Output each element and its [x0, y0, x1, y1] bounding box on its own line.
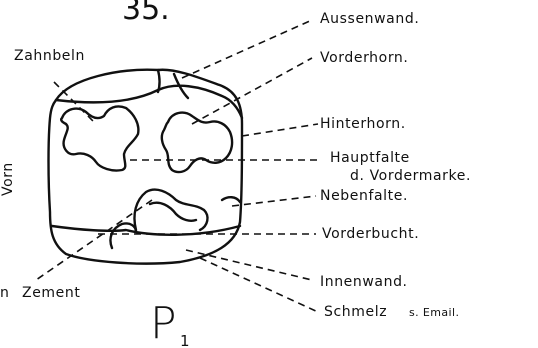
leader-nebenfalte: [232, 196, 316, 206]
outer-wall-fold: [158, 70, 160, 92]
label-vordermarke: d. Vordermarke.: [350, 168, 471, 184]
edge-text: n: [0, 285, 9, 301]
label-innenwand: Innenwand.: [320, 274, 408, 290]
label-hinterhorn: Hinterhorn.: [320, 116, 406, 132]
label-schmelz-small: s. Email.: [409, 306, 459, 319]
label-vorderhorn: Vorderhorn.: [320, 50, 408, 66]
leader-hinterhorn: [242, 124, 318, 136]
outer-wall-ridge: [56, 86, 242, 118]
label-vorderbucht: Vorderbucht.: [322, 226, 419, 242]
figure-number: 35.: [122, 0, 170, 27]
secondary-fold: [222, 197, 240, 202]
leader-schmelz: [200, 258, 318, 312]
orientation-label: Vorn: [0, 162, 16, 196]
anterior-bay: [110, 223, 136, 248]
label-schmelz: Schmelz: [324, 304, 387, 320]
tooth-designation: P: [150, 298, 177, 348]
label-aussenwand: Aussenwand.: [320, 11, 419, 27]
label-zement: Zement: [22, 285, 80, 301]
label-zahnbein: Zahnbeln: [14, 48, 85, 64]
tooth-designation-subscript: 1: [180, 332, 190, 348]
label-nebenfalte: Nebenfalte.: [320, 188, 408, 204]
anterior-lake: [61, 106, 138, 170]
label-hauptfalte: Hauptfalte: [330, 150, 410, 166]
